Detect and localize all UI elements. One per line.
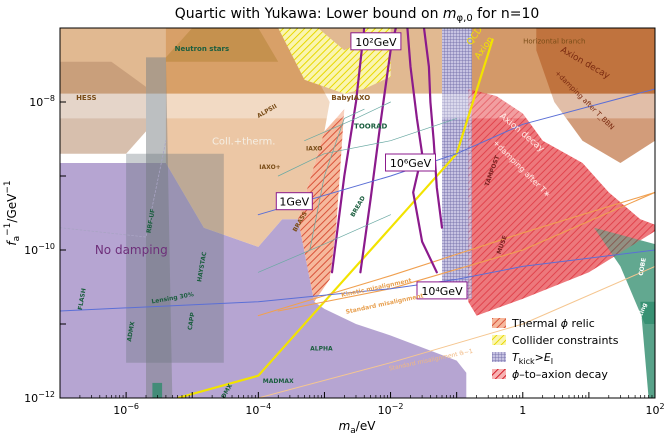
- line-cyan-2: [304, 101, 391, 142]
- annotation-text: IAXO+: [259, 164, 280, 171]
- legend-swatch-tkick: [492, 352, 506, 362]
- annotation-text: ALPHA: [310, 345, 333, 352]
- line-standard-misalignment-theta: [257, 265, 655, 398]
- x-axis: 10−6 10−4 10−2 1 102: [59, 392, 664, 417]
- region-haloscope-forest: [126, 153, 224, 363]
- line-cyan-4: [257, 214, 391, 273]
- region-hess: [60, 61, 146, 154]
- plot-frame: [59, 27, 656, 399]
- annotation-10-gev: 10⁴GeV: [416, 281, 468, 300]
- annotation-neutron-stars: Neutron stars: [175, 45, 229, 53]
- region-leo-t-heating: [640, 301, 655, 398]
- region-decay-hatch: [468, 89, 655, 316]
- x-tick-label: 10−2: [378, 402, 404, 417]
- chart-title: Quartic with Yukawa: Lower bound on mφ,0…: [175, 6, 540, 24]
- x-tick-label: 10−6: [113, 402, 139, 417]
- annotation-horizontal-branch: Horizontal branch: [523, 38, 585, 46]
- y-tick-label: 10−12: [24, 390, 55, 405]
- annotation-text: 10²GeV: [355, 36, 397, 49]
- annotation-text: HESS: [76, 94, 96, 102]
- region-green-left: [152, 382, 163, 398]
- annotation-cobe: COBE: [638, 257, 648, 276]
- legend-swatch-decay: [492, 369, 506, 379]
- annotation-babyiaxo: BabyIAXO: [331, 94, 370, 102]
- annotation-no-damping: No damping: [95, 243, 168, 257]
- annotation-text: 10⁴GeV: [421, 285, 463, 298]
- regions-layer: [60, 28, 655, 398]
- annotation-text: ADMX: [126, 321, 136, 342]
- annotation-madmax: MADMAX: [263, 378, 294, 385]
- annotation-text: BabyIAXO: [331, 94, 370, 102]
- line-cyan-1: [277, 118, 458, 177]
- legend-label-collider: Collider constraints: [512, 334, 619, 347]
- annotation-box: [350, 32, 402, 51]
- annotation-hess: HESS: [76, 94, 96, 102]
- annotation-capp: CAPP: [187, 311, 197, 330]
- annotation-alpha: ALPHA: [310, 345, 333, 352]
- x-axis-label: ma/eV: [339, 419, 377, 436]
- legend-label-thermal: Thermal ϕ relic: [511, 317, 595, 330]
- annotation-text: 10⁶GeV: [390, 157, 432, 170]
- y-tick-label: 10−10: [24, 242, 55, 257]
- line-purple-contour-4: [422, 28, 444, 229]
- annotation-text: Horizontal branch: [523, 38, 585, 46]
- annotation-text: TOORAD: [354, 122, 387, 130]
- annotation-10-gev: 10²GeV: [350, 32, 402, 51]
- annotation-text: No damping: [95, 243, 168, 257]
- annotation-text: RBF-UF: [146, 208, 157, 233]
- annotation-toorad: TOORAD: [354, 122, 387, 130]
- y-axis: 10−12 10−10 10−8: [24, 27, 66, 405]
- line-dotted-line: [60, 140, 167, 238]
- annotation-10-gev: 10⁶GeV: [385, 153, 436, 172]
- region-t-kick-e-i: [442, 28, 472, 299]
- annotation-box: [416, 281, 468, 300]
- annotation-iaxo: IAXO: [306, 146, 322, 153]
- annotation-box: [275, 192, 313, 211]
- line-qcd-axion: [176, 38, 494, 398]
- region-thermal-phi-relic: [298, 109, 345, 302]
- y-axis-label: fa−1/GeV−1: [3, 180, 22, 245]
- annotation-text: Neutron stars: [175, 45, 229, 53]
- annotation-rbf-uf: RBF-UF: [146, 208, 157, 233]
- annotation-iaxo: IAXO+: [259, 164, 280, 171]
- line-purple-contour-2: [330, 28, 366, 274]
- legend-label-tkick: Tkick>EI: [512, 351, 553, 366]
- x-tick-label: 102: [645, 402, 664, 417]
- line-cyan-3: [309, 108, 365, 251]
- x-tick-label: 10−4: [245, 402, 271, 417]
- region-cast-haloscope-band: [146, 57, 173, 398]
- y-tick-label: 10−8: [29, 94, 55, 109]
- annotation-flash: FLASH: [77, 288, 88, 311]
- annotation-text: MADMAX: [263, 378, 294, 385]
- line-blue-line: [257, 88, 655, 216]
- annotation-1gev: 1GeV: [275, 192, 313, 211]
- legend-swatch-thermal: [492, 318, 506, 328]
- region-axion-decay-damping-after-t-bbn: [536, 28, 655, 163]
- annotation-box: [385, 153, 436, 172]
- annotation-admx: ADMX: [126, 321, 136, 342]
- legend-swatch-collider: [492, 335, 506, 345]
- legend: Thermal ϕ relic Collider constraints Tki…: [492, 317, 619, 381]
- line-standard-misalignment: [277, 191, 655, 312]
- annotation-text: IAXO: [306, 146, 322, 153]
- annotation-text: Coll.+therm.: [212, 137, 275, 148]
- legend-label-decay: ϕ–to–axion decay: [512, 368, 608, 381]
- annotation-coll-therm: Coll.+therm.: [212, 137, 275, 148]
- annotation-text: CAPP: [187, 311, 197, 330]
- plot-area: 10²GeV 1GeV 10⁶GeV 10⁴GeV No damping Coll.+th…: [59, 27, 656, 399]
- lines-layer: [60, 28, 655, 398]
- annotation-text: COBE: [638, 257, 648, 276]
- annotation-text: 1GeV: [279, 196, 309, 209]
- x-tick-label: 1: [519, 404, 526, 417]
- annotation-text: FLASH: [77, 288, 88, 311]
